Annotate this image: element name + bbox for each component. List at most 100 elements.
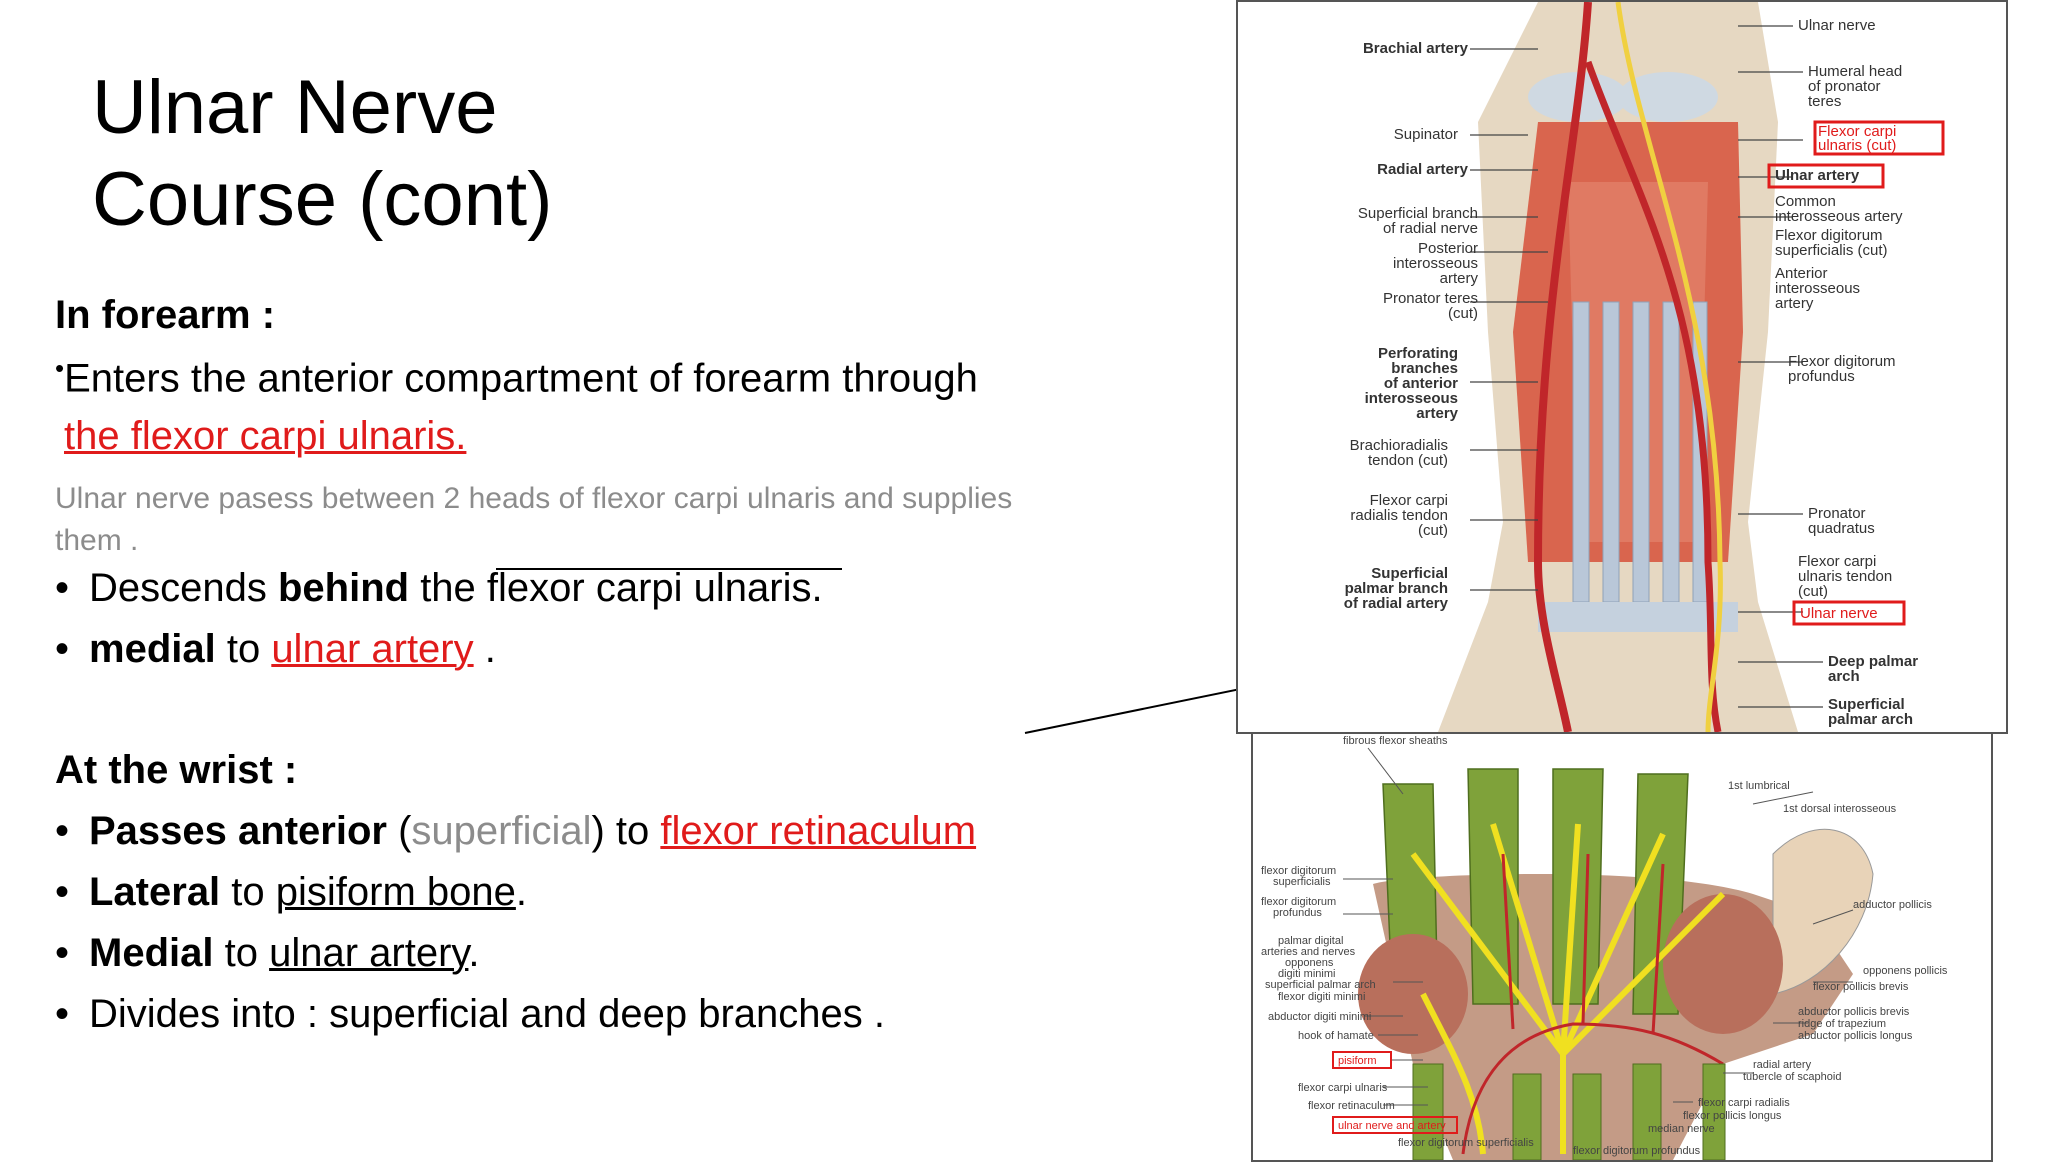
fig2-label-adductor-pollicis: adductor pollicis [1853,899,1932,911]
title-line-1: Ulnar Nerve [92,65,498,150]
fig1-label-fcu-cut-2: ulnaris (cut) [1818,137,1896,154]
wrist-bullet-1-close: ) to [591,809,661,853]
fig1-label-fcu-tendon-3: (cut) [1798,583,1828,600]
fig1-label-fds-1: Flexor digitorum [1775,227,1883,244]
fig2-label-palmar-digital-1: palmar digital [1278,935,1343,947]
fig1-label-perforating-1: Perforating [1378,345,1458,362]
fig2-label-fibrous-sheaths: fibrous flexor sheaths [1343,735,1448,747]
fig1-label-perforating-4: interosseous [1365,390,1458,407]
wrist-bullet-3-end: . [468,931,480,975]
fig1-label-post-io-2: interosseous [1393,255,1478,272]
fig2-label-apl: abductor pollicis longus [1798,1030,1913,1042]
fig2-label-ridge-trapezium: ridge of trapezium [1798,1018,1886,1030]
wrist-bullet-2-mid: to [220,870,276,914]
forearm-heading: In forearm : [55,293,276,337]
wrist-bullet-2: •Lateral to pisiform bone. [55,870,527,915]
fig1-label-fdp-2: profundus [1788,368,1855,385]
fig1-label-fdp-1: Flexor digitorum [1788,353,1896,370]
fig1-label-ulnar-nerve-boxed: Ulnar nerve [1800,605,1878,622]
forearm-anatomy-figure: Brachial artery Supinator Radial artery … [1236,0,2008,734]
forearm-note: Ulnar nerve pasess between 2 heads of fl… [55,482,1013,557]
fig1-highlight-ulnar-artery [1767,163,1885,189]
fig1-label-radial-artery: Radial artery [1377,161,1469,178]
fig2-label-apb: abductor pollicis brevis [1798,1006,1910,1018]
fig1-label-fcr-1: Flexor carpi [1370,492,1448,509]
fig1-label-ulnar-artery: Ulnar artery [1775,167,1860,184]
bullet-dot: • [55,627,70,671]
fig2-label-fdm: flexor digiti minimi [1278,991,1365,1003]
fig1-label-brachioradialis-1: Brachioradialis [1350,437,1448,454]
fig2-label-hook-hamate: hook of hamate [1298,1030,1374,1042]
fig2-label-fds-2: superficialis [1273,876,1331,888]
fig2-label-radial-artery: radial artery [1753,1059,1812,1071]
fig1-label-sup-palmar-3: of radial artery [1344,595,1449,612]
fig2-label-fpb: flexor pollicis brevis [1813,981,1909,993]
fig1-label-pronator-teres-cut: (cut) [1448,305,1478,322]
fig1-label-fcr-3: (cut) [1418,522,1448,539]
fig1-label-pq-2: quadratus [1808,520,1875,537]
fig1-label-sup-branch-1: Superficial branch [1358,205,1478,222]
fig2-label-fcr: flexor carpi radialis [1698,1097,1790,1109]
title-line-2: Course (cont) [92,157,553,242]
wrist-heading: At the wrist : [55,748,298,792]
fig1-label-fds-2: superficialis (cut) [1775,242,1888,259]
fig1-label-sup-palmar-1: Superficial [1371,565,1448,582]
wrist-bullet-1: •Passes anterior (superficial) to flexor… [55,809,976,854]
forearm-bullet-2: •Descends behind the flexor carpi ulnari… [55,566,823,611]
fig1-label-supinator: Supinator [1394,126,1458,143]
wrist-anatomy-illustration: fibrous flexor sheaths flexor digitorum … [1253,734,1991,1160]
fig2-label-fds-1: flexor digitorum [1261,865,1336,877]
fig2-label-fdp-1: flexor digitorum [1261,896,1336,908]
forearm-bullet-2-bold: behind [277,566,410,610]
bullet-dot: • [55,566,70,610]
fig1-label-brachial-artery: Brachial artery [1363,40,1469,57]
wrist-bullet-1-open: ( [386,809,412,853]
fig1-label-ant-io-3: artery [1775,295,1814,312]
fig1-label-brachioradialis-2: tendon (cut) [1368,452,1448,469]
wrist-bullet-3-mid: to [213,931,270,975]
fig1-label-common-io-2: interosseous artery [1775,208,1903,225]
fig1-label-fcu-cut-1: Flexor carpi [1818,123,1896,140]
wrist-bullet-4-text: Divides into : superficial and deep bran… [89,992,886,1036]
forearm-bullet-3: •medial to ulnar artery . [55,627,496,672]
wrist-bullet-2-end: . [515,870,528,914]
ulnar-artery-underlined: ulnar artery [269,931,469,975]
fig2-label-sup-palmar-arch: superficial palmar arch [1265,979,1376,991]
fig2-label-fds-bottom: flexor digitorum superficialis [1398,1137,1534,1149]
fig1-label-sup-arch-2: palmar arch [1828,711,1913,728]
fig2-highlight-ulnar-nerve-artery [1332,1116,1458,1134]
wrist-anatomy-figure: fibrous flexor sheaths flexor digitorum … [1251,732,1993,1162]
fig1-label-pq-1: Pronator [1808,505,1866,522]
fig2-label-median-nerve: median nerve [1648,1123,1715,1135]
forearm-bullet-1-cont: the flexor carpi ulnaris. [64,414,466,459]
flexor-carpi-ulnaris-link[interactable]: the flexor carpi ulnaris. [64,414,467,458]
fig1-label-deep-arch-1: Deep palmar [1828,653,1918,670]
fig2-label-opponens-pollicis: opponens pollicis [1863,965,1948,977]
fig2-label-fpl: flexor pollicis longus [1683,1110,1782,1122]
flexor-retinaculum-link[interactable]: flexor retinaculum [660,809,977,853]
forearm-bullet-3-bold: medial [89,627,216,671]
fig2-label-fcu: flexor carpi ulnaris [1298,1082,1388,1094]
fig2-label-1st-lumbrical: 1st lumbrical [1728,780,1790,792]
wrist-bullet-3-bold: Medial [89,931,214,975]
fig2-label-adm: abductor digiti minimi [1268,1011,1371,1023]
fig2-highlight-pisiform [1332,1051,1392,1069]
fig1-label-pronator-teres: Pronator teres [1383,290,1478,307]
ulnar-artery-link[interactable]: ulnar artery [271,627,474,671]
fig2-label-odm-2: digiti minimi [1278,968,1335,980]
fig1-highlight-fcu [1813,120,1945,156]
fig1-label-perforating-3: of anterior [1384,375,1458,392]
wrist-bullet-4: •Divides into : superficial and deep bra… [55,992,885,1037]
fig1-label-ant-io-1: Anterior [1775,265,1828,282]
fig1-label-sup-branch-2: of radial nerve [1383,220,1478,237]
fig1-label-post-io-3: artery [1440,270,1479,287]
forearm-bullet-1: •Enters the anterior compartment of fore… [55,353,978,401]
fig1-label-humeral-1: Humeral head [1808,63,1902,80]
wrist-bullet-1-gray: superficial [411,809,592,853]
fig1-label-perforating-2: branches [1391,360,1458,377]
fig1-label-sup-palmar-2: palmar branch [1345,580,1448,597]
fig1-label-humeral-3: teres [1808,93,1841,110]
fig1-label-fcu-tendon-2: ulnaris tendon [1798,568,1892,585]
fig1-label-deep-arch-2: arch [1828,668,1860,685]
fig2-label-palmar-digital-2: arteries and nerves [1261,946,1356,958]
